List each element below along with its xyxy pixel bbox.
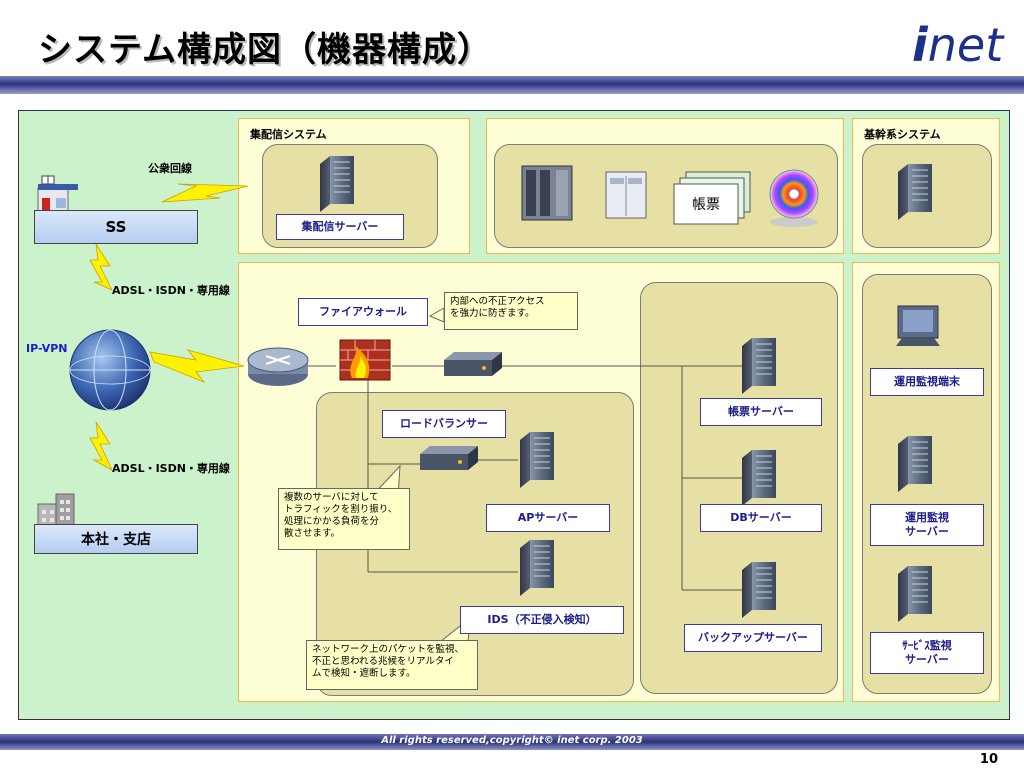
firewall-note-line1: 内部への不正アクセス xyxy=(450,296,545,307)
page-number: 10 xyxy=(979,752,998,767)
ids-note: ネットワーク上のパケットを監視、 不正と思われる兆候をリアルタイ ムで検知・遮断… xyxy=(306,640,478,690)
core-server-icon xyxy=(897,163,933,221)
svc-server-label: ｻｰﾋﾞｽ監視 サーバー xyxy=(870,632,984,674)
svc-server-label-line1: ｻｰﾋﾞｽ監視 xyxy=(902,639,952,652)
copyright-text: All rights reserved,copyright© inet corp… xyxy=(381,735,643,746)
ids-note-line1: ネットワーク上のパケットを監視、 xyxy=(312,644,465,655)
form-server-label: 帳票サーバー xyxy=(700,398,822,426)
ids-server-icon xyxy=(519,539,555,597)
firewall-icon xyxy=(339,339,391,381)
ops-server-label: 運用監視 サーバー xyxy=(870,504,984,546)
honsha-site-box: 本社・支店 xyxy=(34,524,198,554)
ap-server-label: APサーバー xyxy=(486,504,610,532)
delivery-server-label: 集配信サーバー xyxy=(276,214,404,240)
svc-server-label-line2: サーバー xyxy=(905,653,949,666)
firewall-note-line2: を強力に防ぎます。 xyxy=(450,308,535,319)
ids-label: IDS（不正侵入検知） xyxy=(460,606,624,634)
honsha-label: 本社・支店 xyxy=(81,532,151,548)
lb-note-line2: トラフィックを割り振り、 xyxy=(284,504,398,515)
firewall-note: 内部への不正アクセス を強力に防ぎます。 xyxy=(444,292,578,330)
form-doc-label: 帳票 xyxy=(692,197,720,213)
lb-note-line4: 散させます。 xyxy=(284,528,341,539)
logo-text: net xyxy=(927,18,1004,72)
svc-server-icon xyxy=(897,565,933,623)
cd-icon xyxy=(769,169,819,227)
slide-title: システム構成図（機器構成） xyxy=(38,30,492,70)
switch-icon xyxy=(444,352,502,376)
backup-server-label: バックアップサーバー xyxy=(684,624,822,652)
load-balancer-label: ロードバランサー xyxy=(382,410,506,438)
ops-server-icon xyxy=(897,435,933,493)
db-server-icon xyxy=(741,449,777,507)
logo-mark: i xyxy=(912,18,928,72)
globe-icon xyxy=(69,329,151,411)
inet-logo: inet xyxy=(912,18,1003,72)
form-server-icon xyxy=(741,337,777,395)
load-balancer-icon xyxy=(420,446,478,470)
firewall-callout-pointer xyxy=(428,307,445,323)
db-server-label: DBサーバー xyxy=(700,504,822,532)
footer-bar xyxy=(0,734,1024,750)
ops-server-label-line2: サーバー xyxy=(905,525,949,538)
router-icon xyxy=(247,347,309,386)
ids-note-line3: ムで検知・遮断します。 xyxy=(312,668,416,679)
core-zone-label: 基幹系システム xyxy=(864,128,941,141)
adsl-label-top: ADSL・ISDN・専用線 xyxy=(112,284,230,297)
lb-note: 複数のサーバに対して トラフィックを割り振り、 処理にかかる負荷を分 散させます… xyxy=(278,488,410,550)
ids-note-line2: 不正と思われる兆候をリアルタイ xyxy=(312,656,454,667)
delivery-zone-label: 集配信システム xyxy=(250,128,327,141)
ipvpn-label: IP-VPN xyxy=(26,342,68,355)
document-icon xyxy=(673,171,751,225)
lb-note-line1: 複数のサーバに対して xyxy=(284,492,379,503)
ops-server-label-line1: 運用監視 xyxy=(905,511,949,524)
lightning-icons xyxy=(89,183,249,471)
storage-icon xyxy=(605,171,647,219)
header-bar xyxy=(0,76,1024,94)
adsl-label-bottom: ADSL・ISDN・専用線 xyxy=(112,462,230,475)
mainframe-icon xyxy=(521,165,573,221)
delivery-server-icon xyxy=(319,155,355,213)
monitor-icon xyxy=(896,305,940,346)
ap-server-icon xyxy=(519,431,555,489)
ops-terminal-label: 運用監視端末 xyxy=(870,368,984,396)
backup-server-icon xyxy=(741,561,777,619)
ss-label: SS xyxy=(105,218,127,236)
firewall-label: ファイアウォール xyxy=(298,298,428,326)
lb-note-line3: 処理にかかる負荷を分 xyxy=(284,516,380,527)
public-line-label: 公衆回線 xyxy=(148,162,192,175)
ss-site-box: SS xyxy=(34,210,198,244)
